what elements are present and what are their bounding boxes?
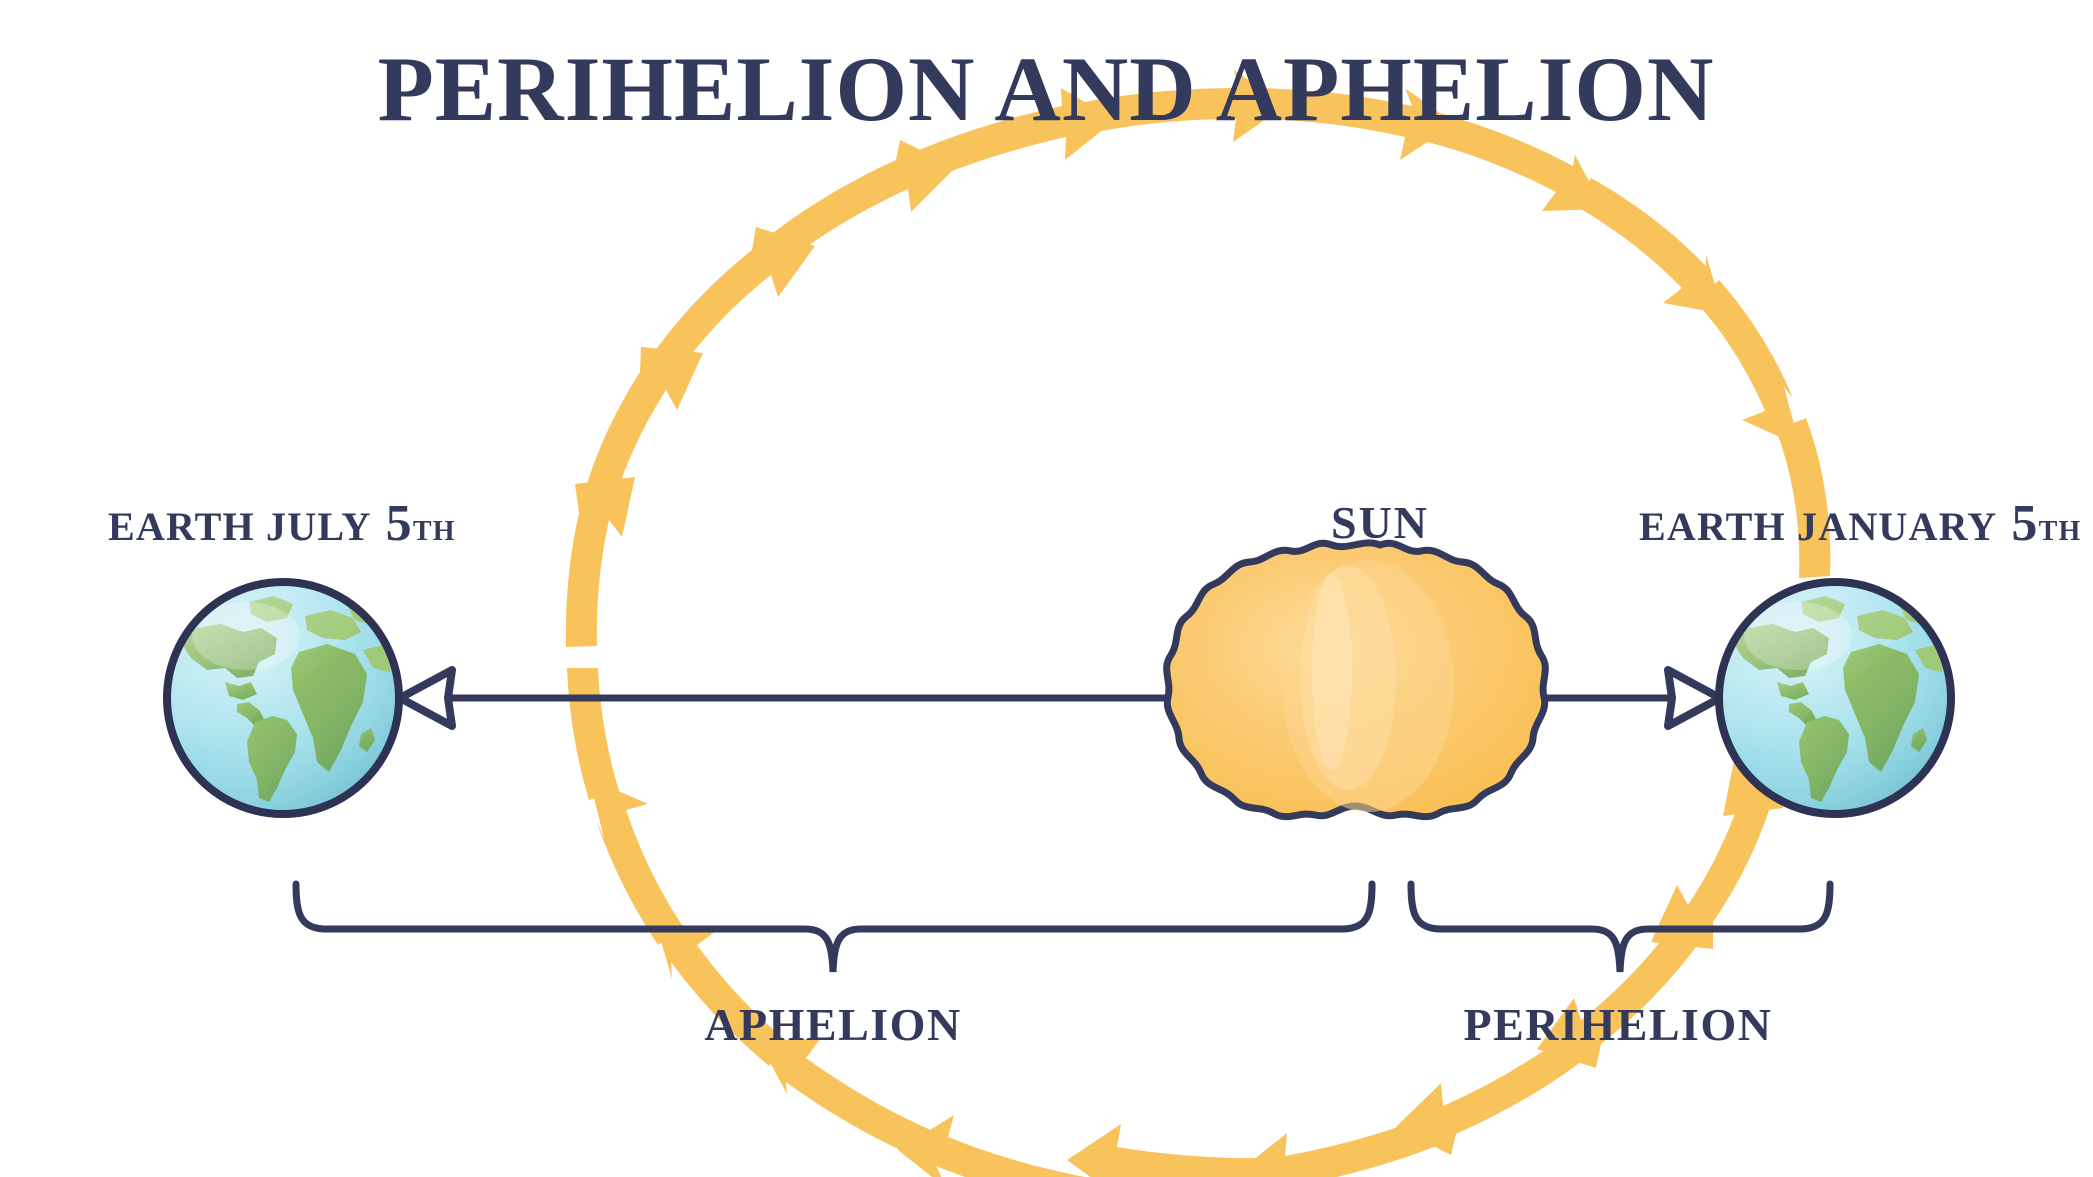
earth-july-label-main: EARTH JULY (108, 504, 372, 549)
earth-january-label-suffix: TH (2039, 516, 2082, 547)
aphelion-label: APHELION (704, 999, 961, 1050)
earth-january-label-number: 5 (2011, 495, 2038, 552)
earth-globe-icon-july (163, 578, 403, 818)
sun-icon (1163, 539, 1549, 821)
page-title: PERIHELION AND APHELION (378, 38, 1715, 140)
orbit-segment-group-bottom (898, 1115, 1268, 1177)
earth-july-label-suffix: TH (413, 516, 456, 547)
earth-january-label-main: EARTH JANUARY (1639, 504, 1997, 549)
perihelion-label: PERIHELION (1464, 999, 1773, 1050)
arrow-left-icon (396, 666, 456, 730)
brace-group (292, 880, 1834, 973)
orbit-segment-group-bottom-left (567, 668, 933, 1159)
orbit-segment-group-top-left (565, 140, 956, 647)
orbit-segment-group-top-right (1420, 110, 1831, 578)
earth-january-label: EARTH JANUARY 5TH (1639, 495, 2081, 552)
earth-july-label: EARTH JULY 5TH (108, 495, 456, 552)
sun-label: SUN (1331, 497, 1429, 548)
arrow-right-icon (1664, 666, 1724, 730)
brace-perihelion (1407, 880, 1834, 973)
brace-aphelion (292, 880, 1376, 973)
orbit-segment-group-top (912, 70, 1455, 182)
earth-july-label-number: 5 (386, 495, 413, 552)
earth-globe-icon-january (1715, 578, 1955, 818)
